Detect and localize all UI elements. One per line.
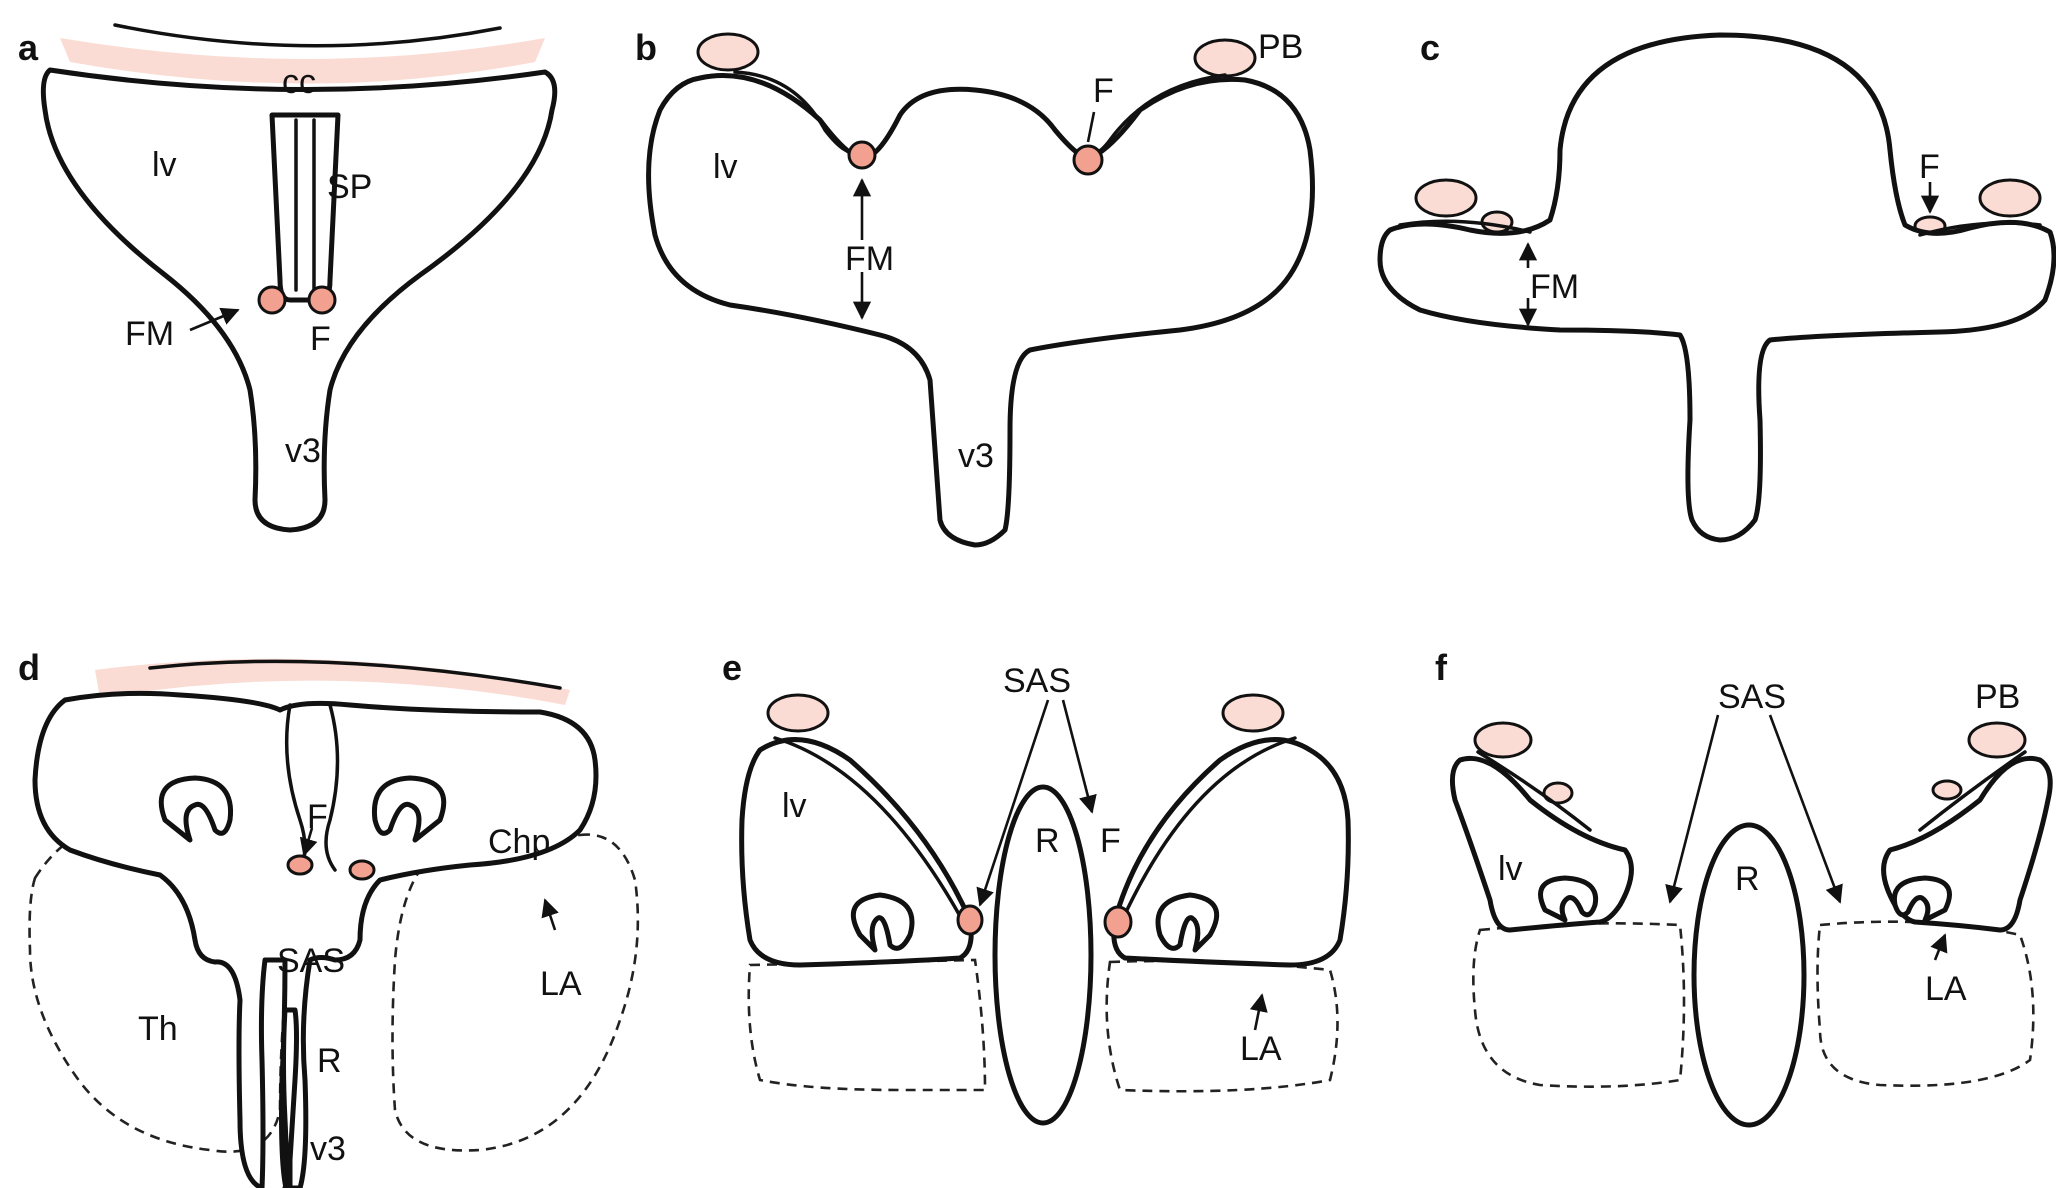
fornix-b-right bbox=[1072, 144, 1104, 176]
fornix-b-left bbox=[847, 140, 877, 170]
lateral-ventricle-outline-b bbox=[646, 73, 1315, 548]
label-sas: SAS bbox=[1003, 662, 1071, 700]
label-sas: SAS bbox=[277, 942, 345, 980]
fornix-left bbox=[257, 285, 287, 315]
panel-f-letter: f bbox=[1435, 647, 1448, 688]
panel-e-letter: e bbox=[722, 647, 742, 688]
label-r: R bbox=[1035, 822, 1060, 860]
label-la: LA bbox=[1925, 970, 1967, 1008]
plexus-c-left bbox=[1414, 178, 1478, 218]
fornix-d-right bbox=[348, 859, 376, 881]
label-r: R bbox=[1735, 860, 1760, 898]
choroid-plexus-e-left bbox=[850, 892, 915, 953]
label-v3: v3 bbox=[310, 1130, 346, 1168]
label-f: F bbox=[307, 798, 328, 836]
label-sp: SP bbox=[327, 168, 372, 206]
panel-a: a cc lv SP FM F v3 bbox=[18, 23, 558, 533]
choroid-plexus-e-right bbox=[1155, 892, 1220, 953]
plexus-right bbox=[1193, 38, 1257, 78]
thalamus-f-right bbox=[1816, 920, 2035, 1088]
panel-d: d F Chp SAS LA Th R v3 bbox=[18, 647, 640, 1188]
plexus-f-right bbox=[1967, 721, 2027, 759]
choroid-plexus-right bbox=[371, 775, 447, 843]
panel-f: f SAS PB lv R LA bbox=[1435, 647, 2053, 1128]
plexus-e-left bbox=[766, 693, 830, 733]
choroid-plexus-left bbox=[158, 775, 234, 843]
label-fm: FM bbox=[845, 240, 894, 278]
thalamus-e-left bbox=[747, 958, 987, 1092]
label-lv: lv bbox=[782, 787, 807, 825]
panel-a-letter: a bbox=[18, 27, 39, 68]
panel-c-letter: c bbox=[1420, 27, 1440, 68]
label-lv: lv bbox=[1498, 850, 1523, 888]
label-fm: FM bbox=[125, 315, 174, 353]
panel-b-letter: b bbox=[635, 27, 657, 68]
plexus-left bbox=[696, 32, 760, 72]
plexus-f-left bbox=[1473, 721, 1533, 759]
panel-c: c F FM bbox=[1377, 27, 2056, 543]
choroid-plexus-f-right bbox=[1891, 875, 1952, 923]
rostrum-e bbox=[992, 784, 1094, 1126]
label-chp: Chp bbox=[488, 823, 550, 861]
label-f: F bbox=[310, 320, 331, 358]
panel-d-letter: d bbox=[18, 647, 40, 688]
lateral-ventricle-e-left bbox=[739, 737, 974, 968]
corpus-callosum-d bbox=[95, 658, 570, 705]
label-lv: lv bbox=[713, 148, 738, 186]
label-fm: FM bbox=[1530, 268, 1579, 306]
label-pb: PB bbox=[1975, 678, 2020, 716]
fornix-c-left bbox=[1480, 210, 1514, 234]
rostrum-f bbox=[1691, 822, 1807, 1128]
ventricle-outline-c bbox=[1377, 32, 2056, 543]
panel-b: b PB F lv FM v3 bbox=[635, 27, 1315, 548]
label-th: Th bbox=[138, 1010, 178, 1048]
label-pb: PB bbox=[1258, 28, 1303, 66]
fornix-f-right bbox=[1931, 779, 1963, 801]
label-v3: v3 bbox=[285, 432, 321, 470]
fornix-e-right bbox=[1103, 905, 1133, 939]
fornix-d-left bbox=[286, 854, 314, 876]
label-f: F bbox=[1093, 72, 1114, 110]
label-la: LA bbox=[540, 965, 582, 1003]
label-la: LA bbox=[1240, 1030, 1282, 1068]
label-r: R bbox=[317, 1042, 342, 1080]
panel-e: e SAS lv R F LA bbox=[722, 647, 1351, 1126]
plexus-e-right bbox=[1221, 693, 1285, 733]
fornix-right bbox=[307, 285, 337, 315]
fornix-f-left bbox=[1542, 781, 1574, 805]
plexus-c-right bbox=[1978, 178, 2042, 218]
septum-pellucidum bbox=[269, 112, 341, 303]
label-cc: cc bbox=[282, 63, 316, 101]
corpus-callosum bbox=[60, 38, 545, 84]
thalamus-right bbox=[391, 833, 640, 1152]
label-sas: SAS bbox=[1718, 678, 1786, 716]
choroid-plexus-f-left bbox=[1538, 875, 1599, 923]
label-f: F bbox=[1919, 148, 1940, 186]
fornix-e-left bbox=[956, 904, 984, 936]
label-v3: v3 bbox=[958, 437, 994, 475]
label-lv: lv bbox=[152, 146, 177, 184]
thalamus-f-left bbox=[1472, 922, 1686, 1088]
thalamus-e-right bbox=[1105, 959, 1339, 1093]
label-f: F bbox=[1100, 822, 1121, 860]
